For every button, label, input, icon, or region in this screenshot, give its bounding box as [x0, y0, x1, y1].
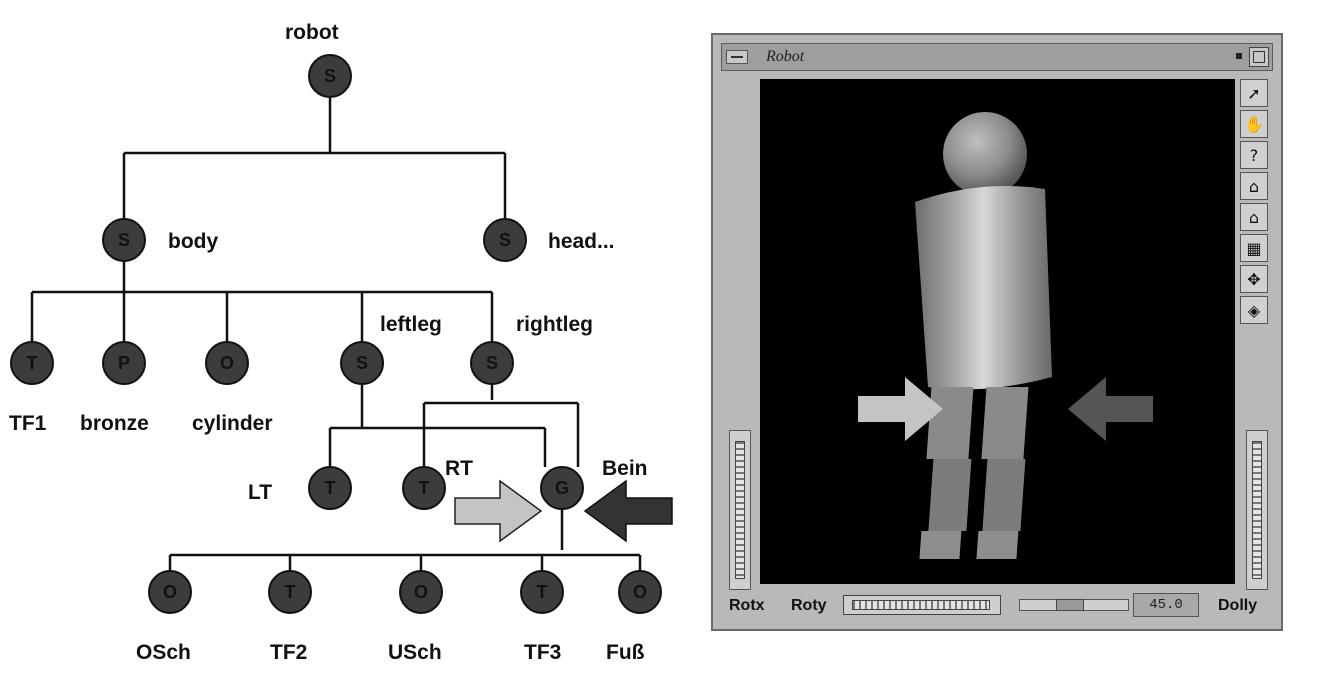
node-letter: T	[537, 582, 548, 602]
viewer-toolbar: ➚ ✋ ? ⌂ ⌂ ▦ ✥ ◈	[1240, 79, 1270, 327]
node-letter: T	[27, 353, 38, 373]
zoom-slider-thumb[interactable]	[1056, 599, 1084, 611]
light-arrow	[454, 479, 543, 543]
robot-render	[858, 112, 1153, 559]
node-robot: S	[308, 54, 352, 98]
rotx-thumbwheel[interactable]	[729, 430, 751, 590]
roty-thumbwheel[interactable]	[843, 595, 1001, 615]
pointer-icon[interactable]: ➚	[1240, 79, 1268, 107]
node-letter: S	[118, 230, 130, 250]
dolly-label: Dolly	[1218, 597, 1258, 614]
node-letter: G	[555, 478, 569, 498]
node-rt: T	[402, 466, 446, 510]
robot-body	[915, 185, 1052, 390]
node-letter: S	[324, 66, 336, 86]
set-home-icon[interactable]: ⌂	[1240, 203, 1268, 231]
node-body: S	[102, 218, 146, 262]
viewport-light-arrow	[858, 377, 943, 441]
node-letter: S	[499, 230, 511, 250]
node-osch: O	[148, 570, 192, 614]
label-bronze: bronze	[80, 412, 149, 435]
node-tf3: T	[520, 570, 564, 614]
node-letter: O	[163, 582, 177, 602]
node-letter: S	[486, 353, 498, 373]
seek-icon[interactable]: ✥	[1240, 265, 1268, 293]
label-bein: Bein	[602, 457, 648, 480]
node-letter: T	[419, 478, 430, 498]
window-titlebar[interactable]: Robot	[721, 43, 1273, 71]
scene-graph-diagram: S S S T P O S S T T G O	[10, 54, 673, 614]
home-icon[interactable]: ⌂	[1240, 172, 1268, 200]
robot-leg-right	[976, 387, 1029, 559]
label-rightleg: rightleg	[516, 313, 593, 336]
rotx-label: Rotx	[729, 597, 765, 614]
label-rt: RT	[445, 457, 473, 480]
zoom-value-field[interactable]: 45.0	[1133, 593, 1199, 617]
label-fuss: Fuß	[606, 641, 645, 664]
zoom-slider[interactable]	[1019, 599, 1129, 611]
node-rightleg: S	[470, 341, 514, 385]
label-usch: USch	[388, 641, 442, 664]
label-tf3: TF3	[524, 641, 562, 664]
maximize-button[interactable]	[1249, 47, 1269, 67]
label-cylinder: cylinder	[192, 412, 273, 435]
node-letter: S	[356, 353, 368, 373]
robot-head	[943, 112, 1027, 196]
examiner-viewer-window: Robot	[711, 33, 1283, 631]
label-head: head...	[548, 230, 615, 253]
node-cylinder: O	[205, 341, 249, 385]
node-usch: O	[399, 570, 443, 614]
label-tf2: TF2	[270, 641, 308, 664]
3d-viewport[interactable]	[760, 79, 1235, 584]
perspective-icon[interactable]: ◈	[1240, 296, 1268, 324]
node-fuss: O	[618, 570, 662, 614]
view-all-icon[interactable]: ▦	[1240, 234, 1268, 262]
label-tf1: TF1	[9, 412, 47, 435]
tree-edges	[30, 98, 642, 572]
hand-icon[interactable]: ✋	[1240, 110, 1268, 138]
node-bein: G	[540, 466, 584, 510]
minimize-button[interactable]	[1236, 53, 1242, 59]
dolly-thumbwheel[interactable]	[1246, 430, 1268, 590]
window-menu-button[interactable]	[726, 50, 748, 64]
node-letter: O	[414, 582, 428, 602]
node-leftleg: S	[340, 341, 384, 385]
node-tf1: T	[10, 341, 54, 385]
node-letter: O	[220, 353, 234, 373]
help-icon[interactable]: ?	[1240, 141, 1268, 169]
node-head: S	[483, 218, 527, 262]
dark-arrow	[583, 479, 673, 543]
label-lt: LT	[248, 481, 273, 504]
node-letter: T	[285, 582, 296, 602]
window-title: Robot	[766, 48, 805, 65]
node-tf2: T	[268, 570, 312, 614]
label-body: body	[168, 230, 219, 253]
node-letter: O	[633, 582, 647, 602]
node-lt: T	[308, 466, 352, 510]
node-bronze: P	[102, 341, 146, 385]
viewport-dark-arrow	[1068, 377, 1153, 441]
label-leftleg: leftleg	[380, 313, 442, 336]
viewer-bottom-bar: Rotx Roty 45.0 Dolly	[713, 591, 1281, 621]
node-letter: T	[325, 478, 336, 498]
label-osch: OSch	[136, 641, 191, 664]
label-robot: robot	[285, 21, 339, 44]
roty-label: Roty	[791, 597, 827, 614]
node-letter: P	[118, 353, 130, 373]
